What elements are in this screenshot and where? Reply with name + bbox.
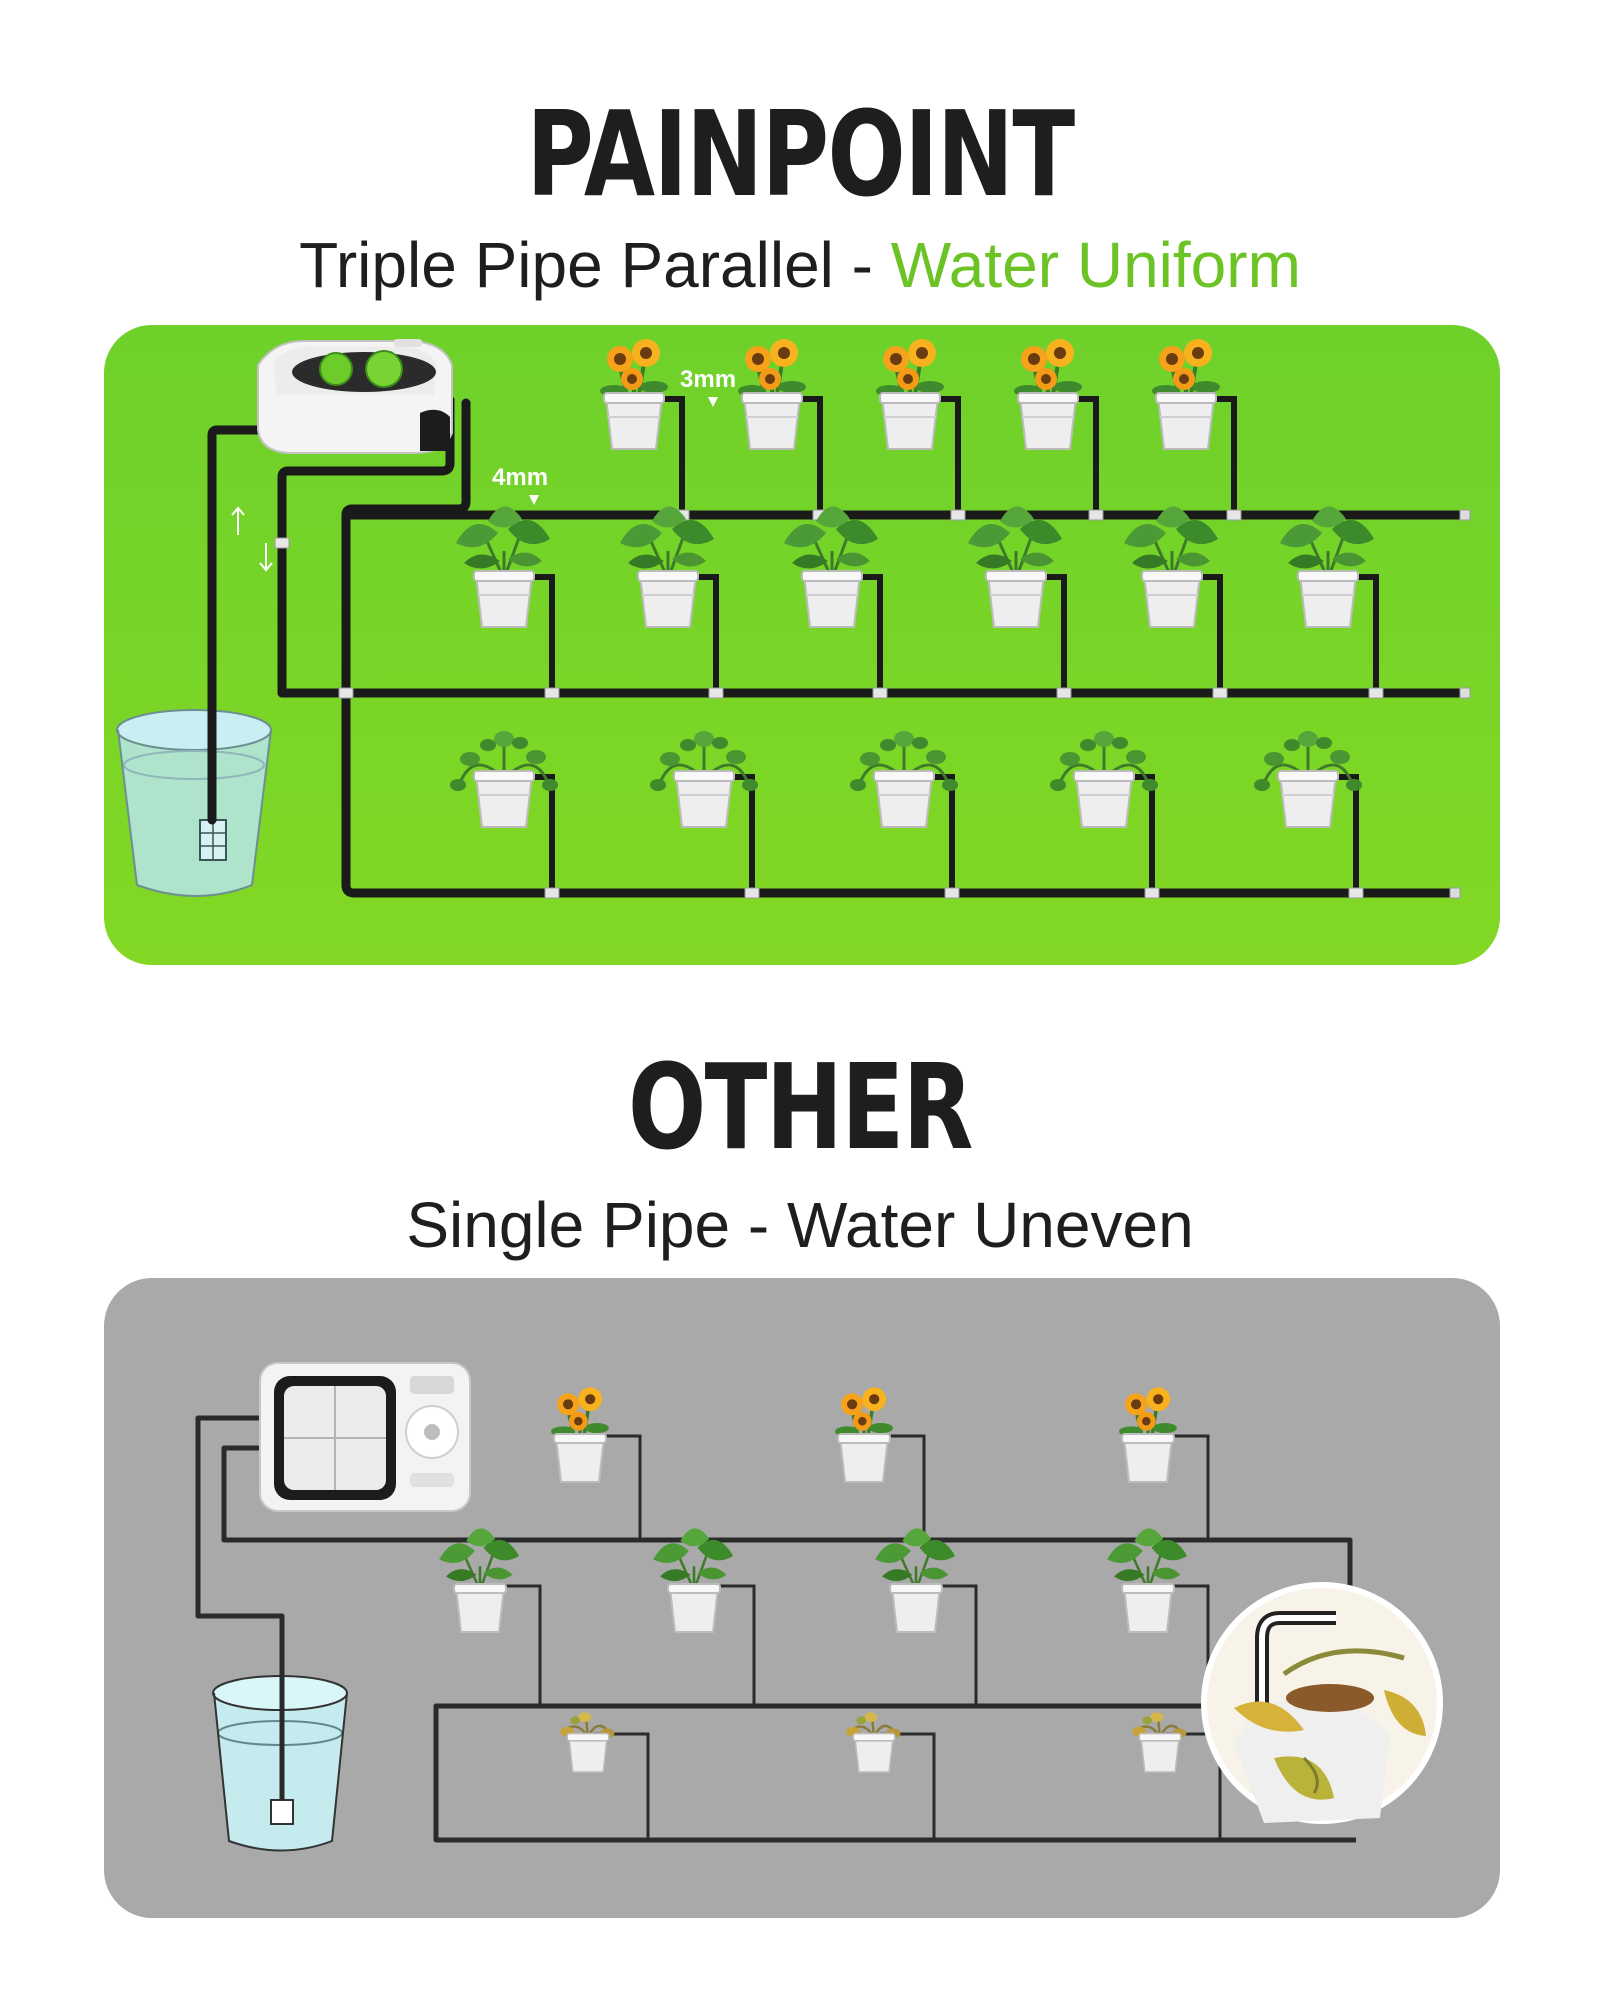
monstera-pot [966,504,1072,699]
painpoint-subtitle-prefix: Triple Pipe Parallel - [299,229,891,301]
painpoint-title: PAINPOINT [526,85,1075,223]
pipe-network [207,395,1469,898]
monstera-pot [1105,1527,1210,1706]
sunflower-pot [736,337,828,521]
monstera-pot [454,504,560,699]
other-title: OTHER [627,1038,974,1176]
pipe-label-3mm: 3mm [680,366,736,393]
triple-pipe-diagram: 3mm 4mm [104,325,1500,965]
trailing-plant-pot [1048,729,1160,899]
monstera-pot [873,1527,978,1706]
wilted-plant-pot [558,1711,650,1840]
monstera-pot [437,1527,542,1706]
monstera-pot [1122,504,1228,699]
pump-controller [257,339,453,454]
other-subtitle: Single Pipe - Water Uneven [406,1189,1194,1261]
wilted-leaf-zoom [1201,1582,1443,1824]
monstera-pot [1278,504,1384,699]
pipe-label-4mm: 4mm [492,464,548,491]
sunflower-pot [549,1385,642,1540]
sunflower-pot [833,1385,926,1540]
pipe-end-cap [1449,887,1461,899]
sunflower-pot [1117,1385,1210,1540]
pipe-end-cap [1459,687,1471,699]
trailing-plant-pot [448,729,560,899]
painpoint-subtitle-highlight: Water Uniform [890,229,1301,301]
painpoint-subtitle: Triple Pipe Parallel - Water Uniform [0,228,1600,302]
wilted-plant-pot [844,1711,936,1840]
sunflower-pot [598,337,690,521]
monstera-pot [651,1527,756,1706]
single-pipe-diagram [104,1278,1500,1918]
monstera-pot [782,504,888,699]
pipe-end-cap [1459,509,1471,521]
trailing-plant-pot [848,729,960,899]
water-bucket [116,709,272,897]
timer-controller [259,1362,471,1512]
sunflower-pot [1012,337,1104,521]
sunflower-pot [874,337,966,521]
trailing-plant-pot [648,729,760,899]
sunflower-pot [1150,337,1242,521]
trailing-plant-pot [1252,729,1364,899]
monstera-pot [618,504,724,699]
flow-arrows [231,506,273,572]
